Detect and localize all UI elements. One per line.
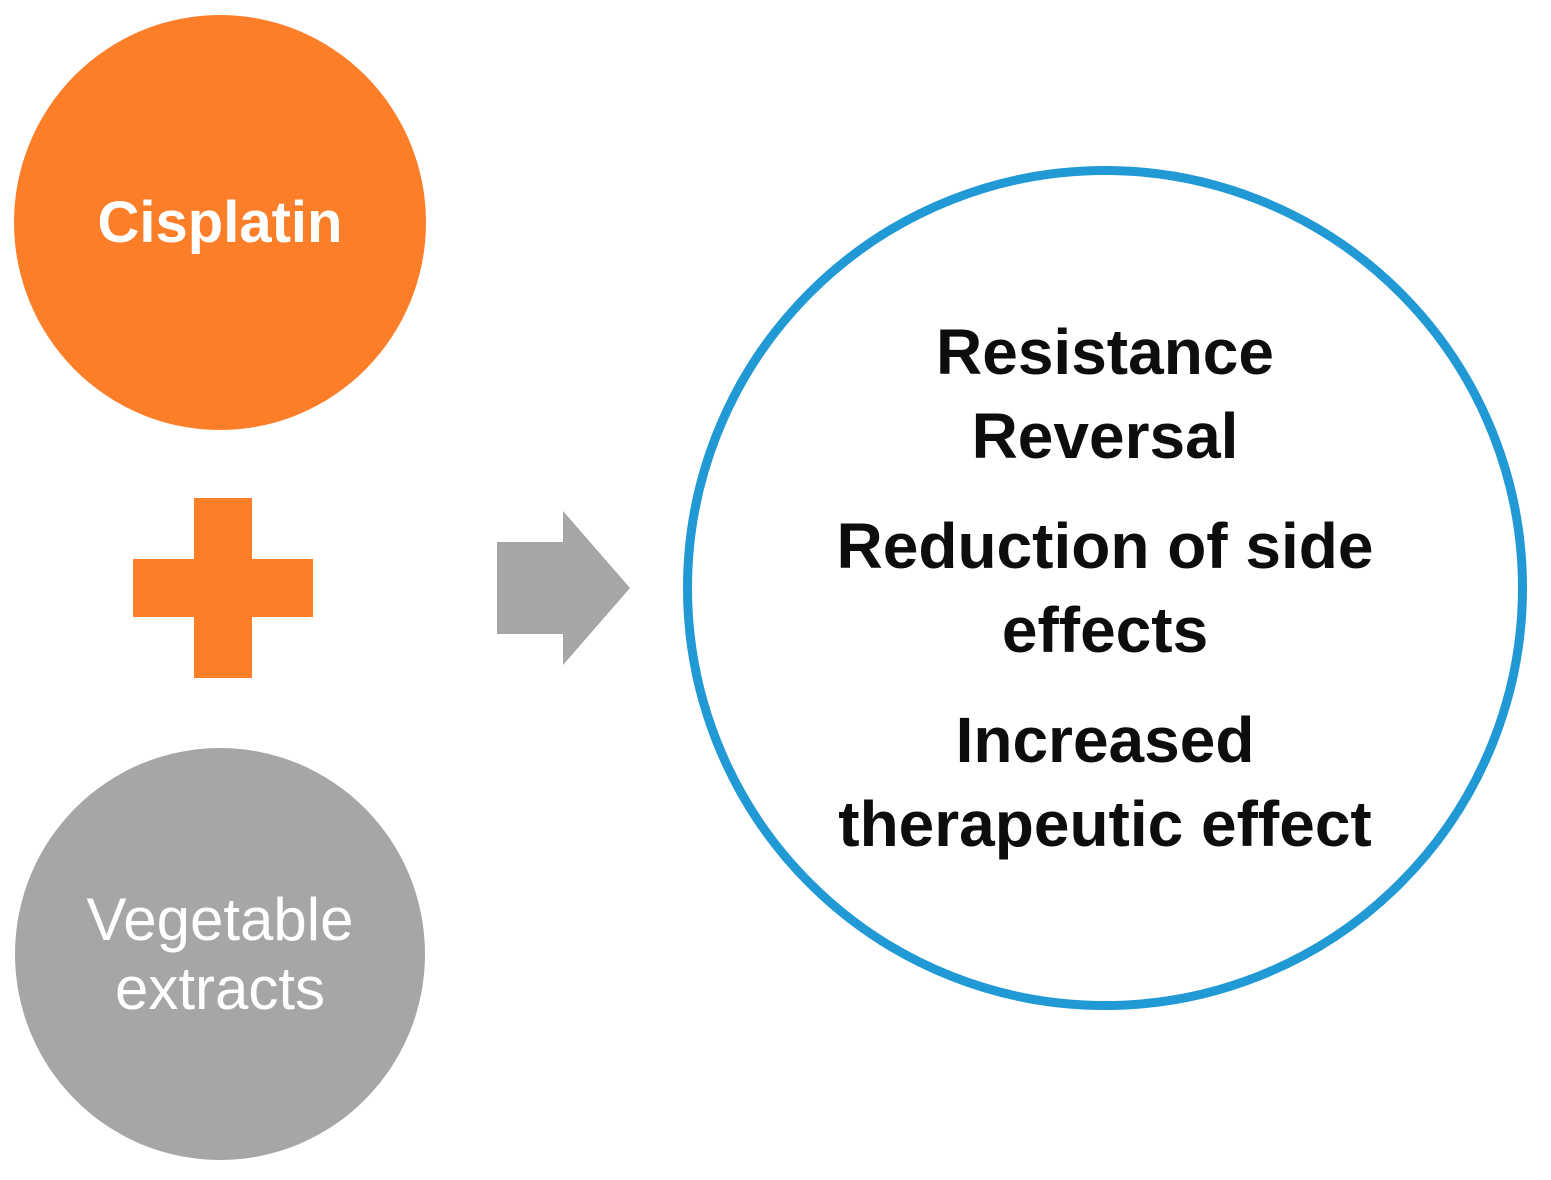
benefit-therapeutic-effect-line1: Increased [955, 704, 1255, 776]
vegetable-extracts-line1: Vegetable [86, 886, 354, 953]
outcome-circle: Resistance Reversal Reduction of side ef… [683, 166, 1527, 1010]
cisplatin-circle: Cisplatin [14, 15, 426, 430]
benefit-side-effects-line1: Reduction of side [836, 510, 1374, 582]
benefit-resistance-reversal-line2: Reversal [971, 400, 1239, 472]
benefit-resistance-reversal: Resistance Reversal [936, 310, 1274, 478]
right-arrow-icon [497, 511, 630, 665]
benefit-resistance-reversal-line1: Resistance [936, 316, 1274, 388]
benefit-side-effects-line2: effects [1001, 594, 1209, 666]
vegetable-extracts-line2: extracts [114, 955, 326, 1022]
cisplatin-label: Cisplatin [97, 190, 343, 255]
vegetable-extracts-label: Vegetable extracts [87, 885, 354, 1023]
vegetable-extracts-circle: Vegetable extracts [15, 748, 425, 1160]
benefit-therapeutic-effect-line2: therapeutic effect [838, 788, 1372, 860]
plus-icon [133, 498, 313, 678]
benefit-side-effects: Reduction of side effects [837, 504, 1374, 672]
benefit-therapeutic-effect: Increased therapeutic effect [838, 698, 1371, 866]
